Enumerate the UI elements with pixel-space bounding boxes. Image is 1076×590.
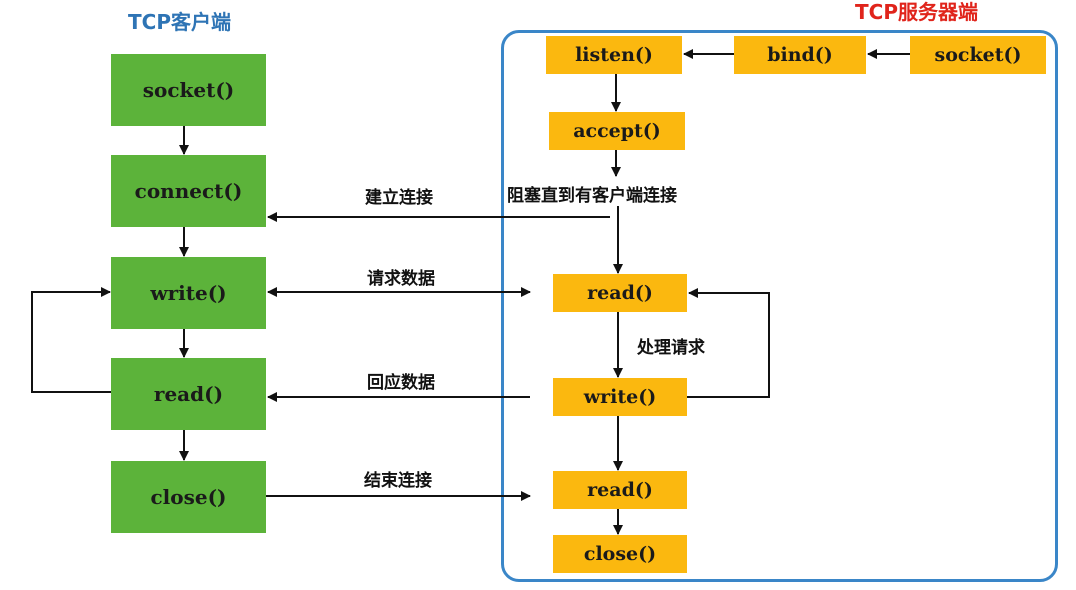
label-end-connection: 结束连接	[364, 471, 432, 491]
arrow-client-loop	[31, 287, 111, 393]
client-close-box: close()	[111, 461, 266, 533]
client-title: TCP客户端	[128, 10, 231, 34]
label-block-until-connect: 阻塞直到有客户端连接	[507, 186, 677, 206]
client-connect-box: connect()	[111, 155, 266, 227]
server-read-final-box: read()	[553, 471, 687, 509]
server-socket-box: socket()	[910, 36, 1046, 74]
client-socket-box: socket()	[111, 54, 266, 126]
server-listen-box: listen()	[546, 36, 682, 74]
label-establish-connection: 建立连接	[365, 188, 433, 208]
server-accept-box: accept()	[549, 112, 685, 150]
server-frame	[501, 30, 1058, 582]
client-read-box: read()	[111, 358, 266, 430]
arrow-server-loop	[687, 288, 770, 398]
label-request-data: 请求数据	[367, 269, 435, 289]
label-process-request: 处理请求	[637, 338, 705, 358]
server-close-box: close()	[553, 535, 687, 573]
server-write-box: write()	[553, 378, 687, 416]
server-bind-box: bind()	[734, 36, 866, 74]
server-read-box: read()	[553, 274, 687, 312]
server-title: TCP服务器端	[855, 0, 978, 24]
client-write-box: write()	[111, 257, 266, 329]
label-response-data: 回应数据	[367, 373, 435, 393]
